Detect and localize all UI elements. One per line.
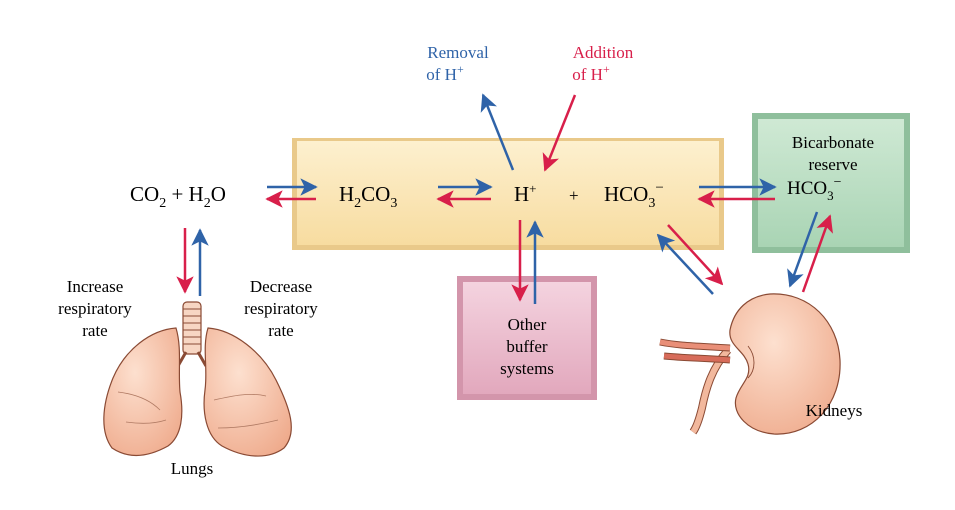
- decrease-respiratory-label: respiratory: [244, 299, 318, 318]
- h-ion-text: H+: [514, 181, 537, 206]
- reserve-label: reserve: [808, 155, 857, 174]
- lungs-icon: [103, 301, 292, 457]
- addition-arrow: [542, 94, 577, 172]
- kidneys-label: Kidneys: [806, 401, 863, 420]
- removal-label: Removal: [427, 43, 489, 62]
- bicarbonate-label: Bicarbonate: [792, 133, 874, 152]
- equilibrium-arrows-3: [697, 178, 777, 208]
- removal-arrow: [480, 93, 515, 171]
- bicarbonate-reserve-box: [752, 113, 910, 253]
- decrease-rate-label: rate: [268, 321, 293, 340]
- kidney-to-hco3-arrow: [656, 233, 714, 295]
- hco3-to-kidney-arrow: [667, 224, 724, 286]
- increase-label: Increase: [67, 277, 124, 296]
- increase-rate-label: rate: [82, 321, 107, 340]
- equilibrium-arrows-2: [436, 178, 493, 208]
- co2-h2o-text: CO2 + H2O: [130, 182, 226, 211]
- increase-respiratory-label: respiratory: [58, 299, 132, 318]
- lungs-label: Lungs: [171, 459, 214, 478]
- hco3-text: HCO3−: [604, 180, 664, 211]
- addition-of-h-label: of H+: [572, 62, 610, 84]
- kidney-to-reserve-arrow: [801, 214, 833, 293]
- addition-label: Addition: [573, 43, 634, 62]
- other-label: Other: [508, 315, 547, 334]
- reserve-to-kidney-arrow: [787, 211, 819, 288]
- equilibrium-arrows-1: [265, 178, 318, 208]
- removal-of-h-label: of H+: [426, 62, 464, 84]
- buffer-label: buffer: [506, 337, 548, 356]
- reserve-hco3-label: HCO3−: [787, 175, 842, 203]
- kidney-icon: [659, 293, 841, 435]
- plus-sign: +: [569, 186, 579, 205]
- decrease-label: Decrease: [250, 277, 312, 296]
- h2co3-text: H2CO3: [339, 182, 397, 211]
- systems-label: systems: [500, 359, 554, 378]
